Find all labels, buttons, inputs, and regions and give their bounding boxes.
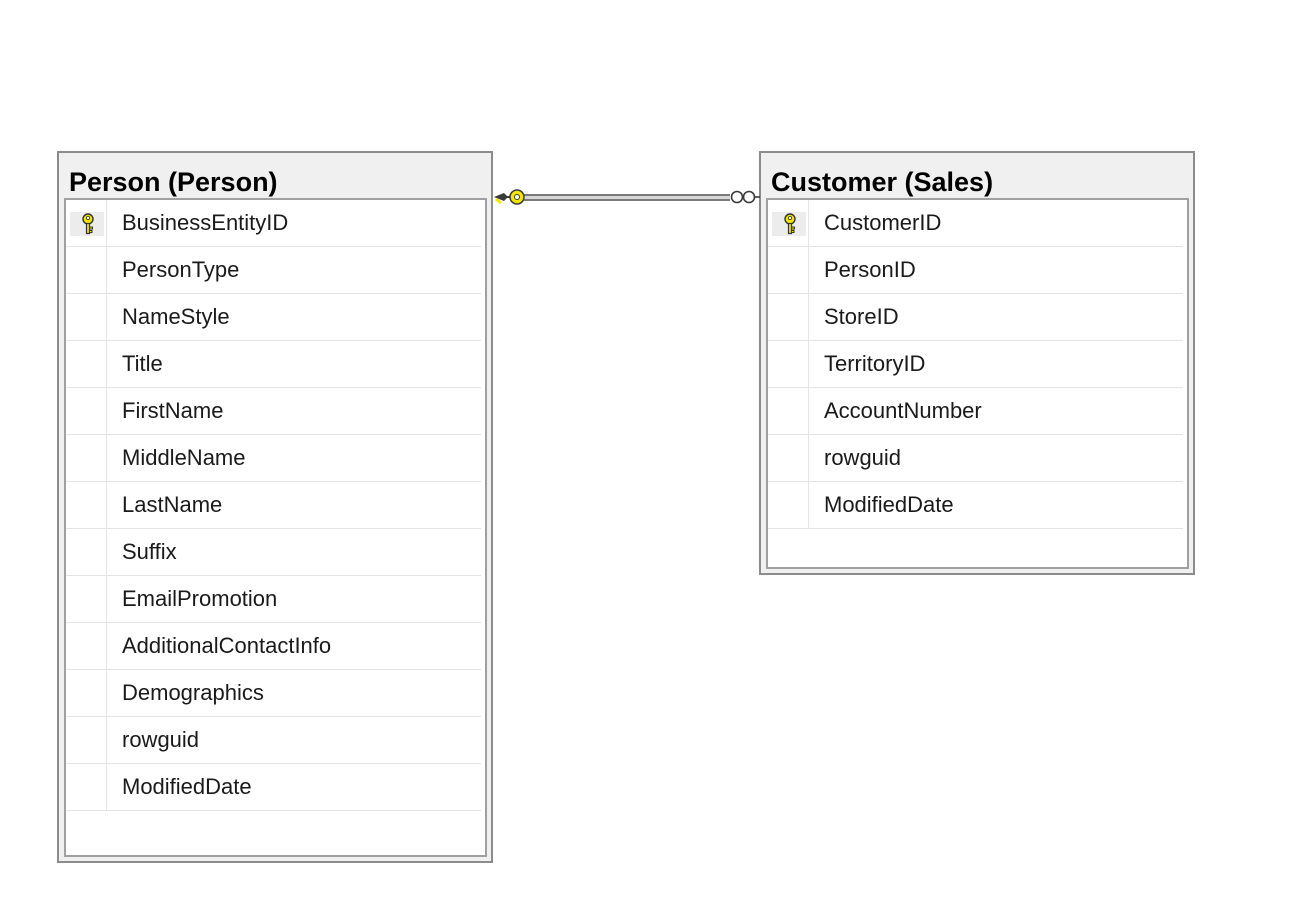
column-name: rowguid	[122, 727, 200, 752]
column-row[interactable]: StoreID	[768, 294, 1183, 341]
column-name: PersonID	[824, 257, 916, 282]
customer-table[interactable]: Customer (Sales) CustomerID PersonID Store…	[759, 151, 1195, 575]
primary-key-icon	[784, 213, 796, 235]
row-selector[interactable]	[66, 435, 107, 481]
column-name: CustomerID	[824, 210, 942, 235]
column-row[interactable]: EmailPromotion	[66, 576, 481, 623]
row-selector[interactable]	[66, 388, 107, 434]
column-row[interactable]: AccountNumber	[768, 388, 1183, 435]
column-row[interactable]: TerritoryID	[768, 341, 1183, 388]
column-name: FirstName	[122, 398, 224, 423]
column-name: TerritoryID	[824, 351, 926, 376]
row-selector[interactable]	[66, 247, 107, 293]
row-selector[interactable]	[768, 482, 809, 528]
row-selector[interactable]	[768, 388, 809, 434]
column-row[interactable]: ModifiedDate	[66, 764, 481, 811]
column-name: AccountNumber	[824, 398, 982, 423]
column-row[interactable]: Suffix	[66, 529, 481, 576]
column-row[interactable]: BusinessEntityID	[66, 200, 481, 247]
row-selector[interactable]	[768, 294, 809, 340]
row-selector[interactable]	[66, 341, 107, 387]
column-row[interactable]: MiddleName	[66, 435, 481, 482]
row-selector[interactable]	[768, 200, 809, 246]
column-name: ModifiedDate	[122, 774, 252, 799]
column-row[interactable]: Demographics	[66, 670, 481, 717]
row-selector[interactable]	[768, 341, 809, 387]
row-selector[interactable]	[66, 529, 107, 575]
table-title[interactable]: Person (Person)	[69, 167, 278, 197]
column-row[interactable]: FirstName	[66, 388, 481, 435]
key-icon	[494, 189, 525, 205]
column-name: NameStyle	[122, 304, 230, 329]
row-selector[interactable]	[66, 717, 107, 763]
row-selector[interactable]	[768, 247, 809, 293]
row-selector[interactable]	[66, 670, 107, 716]
column-list: CustomerID PersonID StoreID TerritoryID Acco…	[766, 198, 1189, 569]
table-title[interactable]: Customer (Sales)	[771, 167, 994, 197]
column-row[interactable]: Title	[66, 341, 481, 388]
column-row[interactable]: ModifiedDate	[768, 482, 1183, 529]
row-selector[interactable]	[66, 764, 107, 810]
column-name: Title	[122, 351, 163, 376]
column-row[interactable]: PersonType	[66, 247, 481, 294]
column-row[interactable]: CustomerID	[768, 200, 1183, 247]
infinity-icon	[730, 190, 760, 204]
column-name: Demographics	[122, 680, 264, 705]
column-row[interactable]: AdditionalContactInfo	[66, 623, 481, 670]
column-name: Suffix	[122, 539, 177, 564]
row-selector[interactable]	[66, 576, 107, 622]
column-row[interactable]: PersonID	[768, 247, 1183, 294]
primary-key-icon	[82, 213, 94, 235]
column-name: PersonType	[122, 257, 240, 282]
column-row[interactable]: rowguid	[66, 717, 481, 764]
column-row[interactable]: LastName	[66, 482, 481, 529]
row-selector[interactable]	[768, 435, 809, 481]
column-row[interactable]: rowguid	[768, 435, 1183, 482]
column-name: BusinessEntityID	[122, 210, 289, 235]
row-selector[interactable]	[66, 623, 107, 669]
column-name: ModifiedDate	[824, 492, 954, 517]
column-name: rowguid	[824, 445, 902, 470]
column-name: AdditionalContactInfo	[122, 633, 332, 658]
person-table[interactable]: Person (Person) BusinessEntityID PersonTy…	[57, 151, 493, 863]
row-selector[interactable]	[66, 200, 107, 246]
column-name: StoreID	[824, 304, 899, 329]
column-name: EmailPromotion	[122, 586, 278, 611]
column-row[interactable]: NameStyle	[66, 294, 481, 341]
row-selector[interactable]	[66, 482, 107, 528]
relationship-connector[interactable]	[520, 194, 730, 201]
row-selector[interactable]	[66, 294, 107, 340]
column-name: MiddleName	[122, 445, 246, 470]
column-name: LastName	[122, 492, 223, 517]
